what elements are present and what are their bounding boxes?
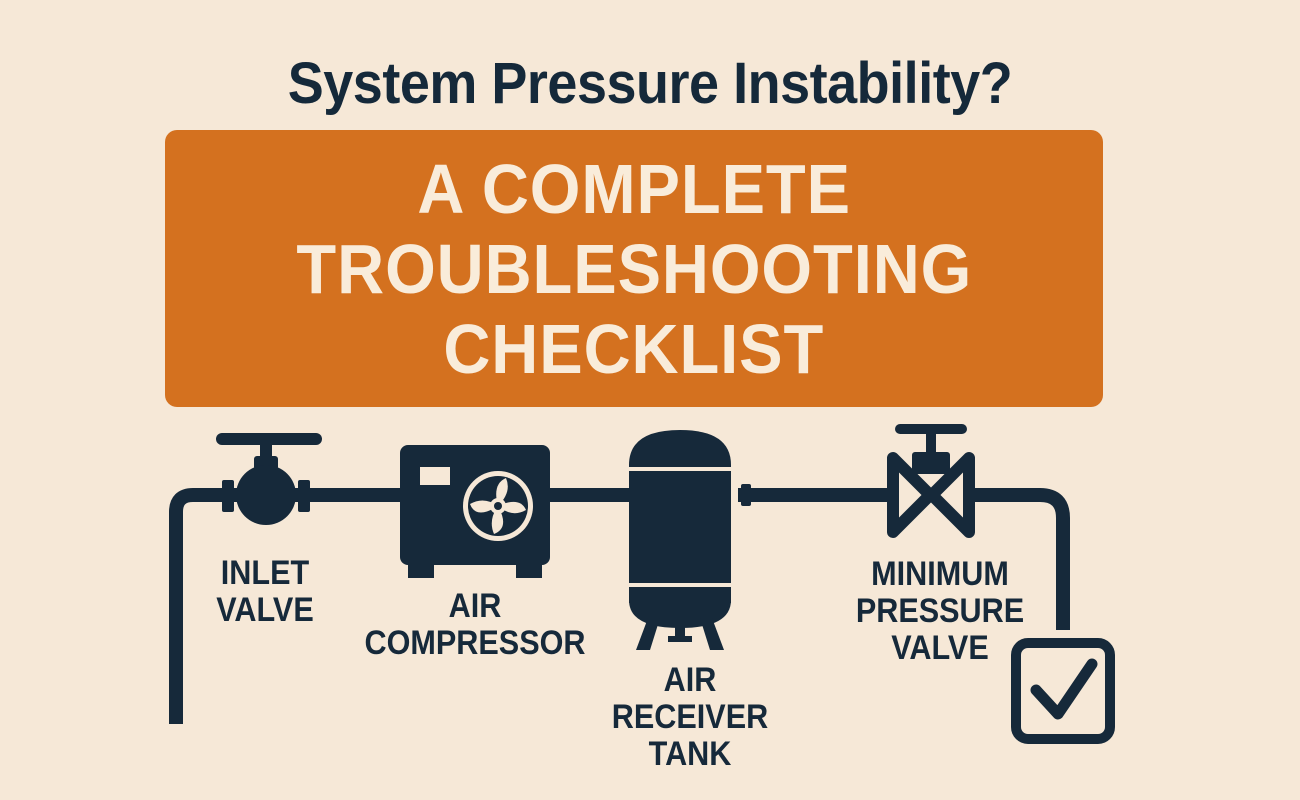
label-air-receiver-tank: AIR RECEIVER TANK bbox=[611, 661, 769, 773]
banner-line-3: CHECKLIST bbox=[443, 309, 825, 388]
label-air-compressor: AIR COMPRESSOR bbox=[364, 587, 586, 662]
page-title: System Pressure Instability? bbox=[287, 51, 1013, 116]
banner-line-1: A COMPLETE bbox=[417, 149, 851, 228]
label-minimum-pressure-valve: MINIMUM PRESSURE VALVE bbox=[855, 555, 1025, 667]
banner-line-2: TROUBLESHOOTING bbox=[296, 229, 972, 308]
pipe-left bbox=[169, 488, 230, 724]
checklist-banner: A COMPLETE TROUBLESHOOTING CHECKLIST bbox=[165, 130, 1103, 407]
receiver-tank-icon bbox=[629, 430, 731, 650]
globe-valve-icon bbox=[887, 424, 975, 538]
checkbox-checked-icon bbox=[1011, 638, 1115, 744]
label-inlet-valve: INLET VALVE bbox=[216, 554, 314, 629]
gate-valve-icon bbox=[216, 433, 322, 525]
compressor-fan-icon bbox=[400, 445, 550, 578]
